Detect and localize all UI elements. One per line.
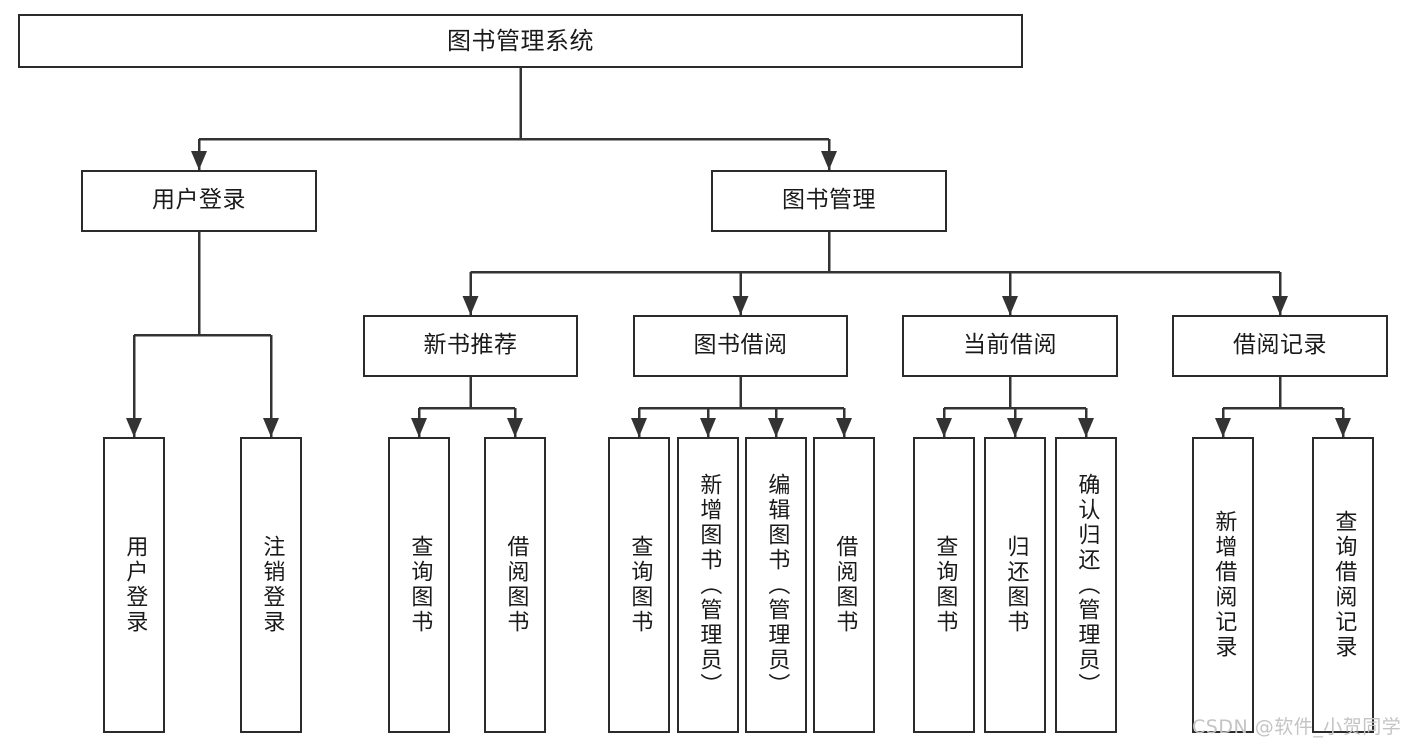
connector-arrowhead	[936, 418, 952, 437]
connector-arrowhead	[1272, 296, 1288, 315]
node-leaf8[interactable]: 借阅图书	[813, 437, 875, 733]
node-label: 图书管理	[782, 187, 876, 214]
node-leaf7[interactable]: 编辑图书（管理员）	[745, 437, 807, 733]
node-label: 编辑图书（管理员）	[764, 472, 790, 698]
node-label: 用户登录	[122, 535, 148, 635]
node-leaf2[interactable]: 注销登录	[240, 437, 302, 733]
node-login[interactable]: 用户登录	[81, 170, 317, 232]
node-label: 借阅图书	[503, 535, 529, 635]
connector-arrowhead	[1007, 418, 1023, 437]
node-label: 新增借阅记录	[1211, 510, 1237, 660]
connector-arrowhead	[126, 418, 142, 437]
node-leaf3[interactable]: 查询图书	[388, 437, 450, 733]
node-newbook[interactable]: 新书推荐	[363, 315, 578, 377]
connector-arrowhead	[507, 418, 523, 437]
node-label: 新书推荐	[423, 332, 518, 359]
node-leaf4[interactable]: 借阅图书	[484, 437, 546, 733]
connector-arrowhead	[821, 151, 837, 170]
node-leaf1[interactable]: 用户登录	[103, 437, 165, 733]
node-label: 归还图书	[1003, 535, 1029, 635]
node-label: 图书管理系统	[447, 26, 594, 55]
node-label: 新增图书（管理员）	[696, 472, 722, 698]
node-leaf5[interactable]: 查询图书	[608, 437, 670, 733]
node-current[interactable]: 当前借阅	[902, 315, 1118, 377]
node-label: 确认归还（管理员）	[1074, 472, 1100, 698]
node-label: 查询图书	[932, 535, 958, 635]
connector-arrowhead	[1078, 418, 1094, 437]
node-label: 图书借阅	[693, 332, 788, 359]
watermark-text: CSDN @软件_小贺同学	[1192, 716, 1402, 738]
node-bookmgmt[interactable]: 图书管理	[711, 170, 947, 232]
node-borrow[interactable]: 图书借阅	[633, 315, 848, 377]
node-records[interactable]: 借阅记录	[1172, 315, 1388, 377]
connector-arrowhead	[411, 418, 427, 437]
connector-arrowhead	[191, 151, 207, 170]
connector-arrowhead	[263, 418, 279, 437]
node-leaf6[interactable]: 新增图书（管理员）	[677, 437, 739, 733]
node-label: 查询图书	[407, 535, 433, 635]
node-leaf10[interactable]: 归还图书	[984, 437, 1046, 733]
connector-arrowhead	[768, 418, 784, 437]
node-label: 借阅图书	[832, 535, 858, 635]
connector-arrowhead	[631, 418, 647, 437]
node-leaf12[interactable]: 新增借阅记录	[1192, 437, 1254, 733]
node-leaf11[interactable]: 确认归还（管理员）	[1055, 437, 1117, 733]
node-label: 查询借阅记录	[1331, 510, 1357, 660]
node-label: 借阅记录	[1233, 332, 1327, 359]
node-label: 查询图书	[627, 535, 653, 635]
connector-arrowhead	[1002, 296, 1018, 315]
node-leaf13[interactable]: 查询借阅记录	[1312, 437, 1374, 733]
connector-arrowhead	[700, 418, 716, 437]
node-label: 当前借阅	[963, 332, 1057, 359]
node-label: 注销登录	[259, 535, 285, 635]
node-root[interactable]: 图书管理系统	[18, 14, 1023, 68]
node-label: 用户登录	[152, 187, 246, 214]
connector-arrowhead	[1215, 418, 1231, 437]
connector-arrowhead	[836, 418, 852, 437]
node-leaf9[interactable]: 查询图书	[913, 437, 975, 733]
connector-arrowhead	[732, 296, 749, 315]
connector-arrowhead	[462, 296, 479, 315]
connector-arrowhead	[1335, 418, 1351, 437]
